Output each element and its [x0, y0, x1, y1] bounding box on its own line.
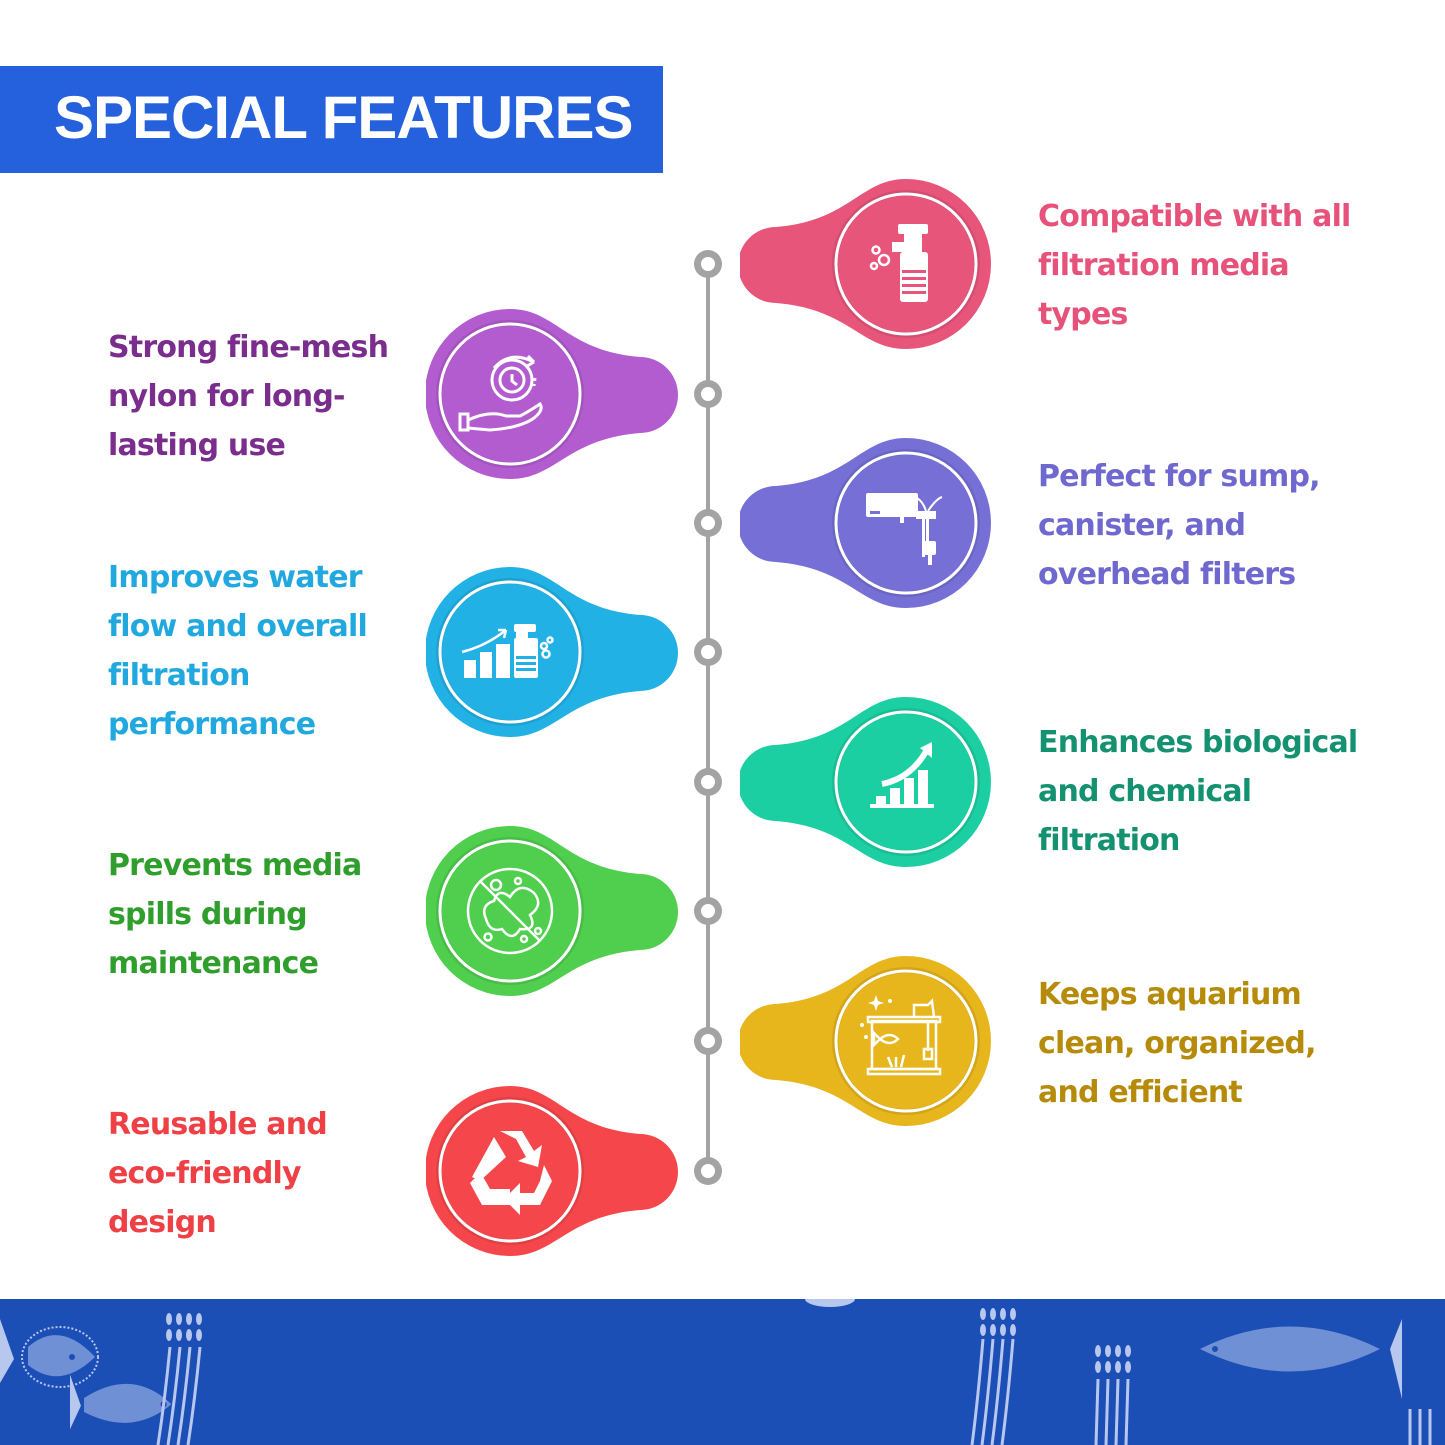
timeline-node [694, 509, 722, 537]
feature-text: Keeps aquarium clean, organized, and effic… [1038, 970, 1317, 1117]
fish-seaweed-pattern-icon [0, 1299, 1432, 1445]
feature-text-line: filtration [108, 658, 250, 693]
seaweed-icon [156, 1346, 202, 1445]
page-title: SPECIAL FEATURES [54, 84, 634, 151]
feature-text: Improves water flow and overall filtration… [108, 553, 368, 749]
feature-text-line: clean, organized, [1038, 1026, 1317, 1061]
timeline-node [694, 768, 722, 796]
feature-text-line: Prevents media [108, 848, 362, 883]
title-banner [0, 66, 663, 173]
feature-text-line: nylon for long- [108, 379, 345, 414]
feature-text-line: filtration [1038, 823, 1180, 858]
feature-text-line: types [1038, 297, 1128, 332]
overhead-filter-icon [866, 493, 943, 565]
feature-text-line: canister, and [1038, 508, 1246, 543]
hand-clock-durability-icon [458, 354, 543, 432]
fish-icon [0, 1319, 99, 1388]
feature-text: Enhances biological and chemical filtratio… [1038, 718, 1358, 865]
timeline-line [706, 264, 710, 1172]
feature-text-line: and chemical [1038, 774, 1252, 809]
feature-text-line: Perfect for sump, [1038, 459, 1321, 494]
feature-text-line: and efficient [1038, 1075, 1243, 1110]
feature-badge [740, 179, 1000, 349]
feature-text: Reusable and eco-friendly design [108, 1100, 328, 1247]
feature-text-line: lasting use [108, 428, 286, 463]
feature-text-line: Compatible with all [1038, 199, 1351, 234]
feature-text: Compatible with all filtration media types [1038, 192, 1351, 339]
timeline-node [694, 897, 722, 925]
feature-text-line: performance [108, 707, 316, 742]
clean-aquarium-icon [860, 995, 942, 1076]
timeline-node [694, 380, 722, 408]
feature-text-line: Enhances biological [1038, 725, 1358, 760]
timeline-node [694, 1027, 722, 1055]
feature-text-line: Keeps aquarium [1038, 977, 1302, 1012]
feature-badge [426, 1086, 686, 1256]
timeline-node [694, 250, 722, 278]
growth-chart-icon [870, 742, 934, 808]
feature-text-line: design [108, 1205, 217, 1240]
timeline-node [694, 638, 722, 666]
feature-text: Strong fine-mesh nylon for long-lasting u… [108, 323, 389, 470]
fish-icon [1200, 1319, 1402, 1399]
feature-text: Perfect for sump, canister, and overhead f… [1038, 452, 1321, 599]
growth-filter-icon [461, 624, 554, 678]
fish-icon [70, 1374, 172, 1430]
feature-text-line: maintenance [108, 946, 319, 981]
feature-text: Prevents media spills during maintenance [108, 841, 362, 988]
feature-text-line: eco-friendly [108, 1156, 302, 1191]
no-spill-icon [466, 867, 554, 955]
feature-text-line: filtration media [1038, 248, 1290, 283]
feature-text-line: Reusable and [108, 1107, 328, 1142]
feature-text-line: Strong fine-mesh [108, 330, 389, 365]
feature-badge [740, 438, 1000, 608]
feature-badge [426, 567, 686, 737]
recycle-icon [470, 1131, 552, 1215]
feature-badge [740, 956, 1000, 1126]
feature-text-line: Improves water [108, 560, 363, 595]
footer-decoration [0, 1299, 1445, 1445]
feature-text-line: overhead filters [1038, 557, 1296, 592]
feature-badge [740, 697, 1000, 867]
feature-text-line: flow and overall [108, 609, 368, 644]
filter-pump-icon [869, 224, 928, 302]
feature-text-line: spills during [108, 897, 308, 932]
timeline-node [694, 1157, 722, 1185]
feature-badge [426, 309, 686, 479]
feature-badge [426, 826, 686, 996]
